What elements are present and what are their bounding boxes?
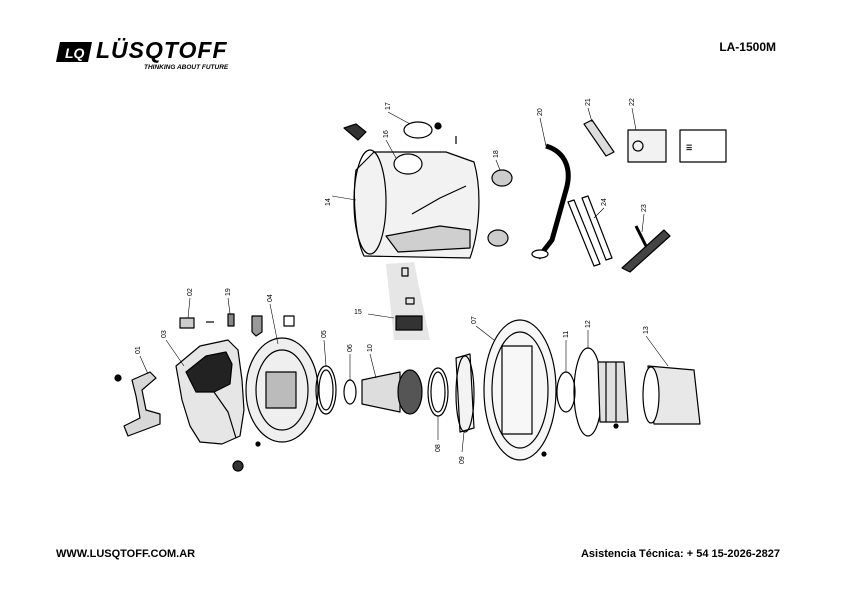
part-label-21: 21 [585, 98, 592, 106]
part-12-shape [573, 347, 629, 437]
svg-text:☰: ☰ [686, 145, 692, 152]
part-24-shape [567, 195, 613, 267]
part-label-01: 01 [135, 346, 142, 354]
part-02-shape [179, 317, 214, 329]
part-20-shape [531, 143, 571, 260]
part-06-shape [343, 379, 357, 405]
part-14-shape [353, 149, 480, 259]
part-label-02: 02 [187, 288, 194, 296]
part-07-shape [483, 319, 557, 461]
part-01-shape [114, 371, 161, 437]
part-label-14: 14 [325, 198, 332, 206]
part-19-shape [227, 313, 235, 327]
part-label-24: 24 [601, 198, 608, 206]
part-09-shape [455, 353, 475, 433]
part-label-06: 06 [347, 344, 354, 352]
part-13-shape [642, 365, 701, 425]
part-21-shape [583, 119, 615, 157]
part-label-10: 10 [367, 344, 374, 352]
part-label-19: 19 [225, 288, 232, 296]
website-link[interactable]: WWW.LUSQTOFF.COM.AR [56, 548, 196, 560]
part-15-shape [386, 262, 430, 340]
part-11-shape [556, 371, 576, 413]
part-label-11: 11 [563, 331, 570, 338]
brand-name: LÜSQTOFF [96, 37, 228, 63]
model-number: LA-1500M [719, 40, 776, 54]
brand-logo: LQ LÜSQTOFF THINKING ABOUT FUTURE [56, 37, 246, 74]
part-label-20: 20 [537, 108, 544, 116]
logo-mark-text: LQ [65, 45, 85, 61]
brand-tagline: THINKING ABOUT FUTURE [144, 64, 229, 71]
part-label-13: 13 [643, 326, 650, 334]
part-label-09: 09 [459, 456, 466, 464]
support-phone: Asistencia Técnica: + 54 15-2026-2827 [580, 548, 780, 560]
part-22-shape: ☰ [627, 129, 727, 163]
part-label-12: 12 [585, 320, 592, 328]
part-label-04: 04 [267, 294, 274, 302]
part-label-22: 22 [629, 98, 636, 106]
part-05-shape [315, 365, 337, 415]
part-10-shape [361, 369, 423, 415]
part-label-07: 07 [471, 316, 478, 324]
part-label-15: 15 [354, 309, 362, 316]
part-08-shape [427, 367, 449, 417]
part-label-05: 05 [321, 330, 328, 338]
part-label-03: 03 [161, 330, 168, 338]
logo-mark-icon: LQ [56, 42, 92, 62]
part-label-23: 23 [641, 204, 648, 212]
part-label-16: 16 [383, 130, 390, 138]
part-label-18: 18 [493, 150, 500, 158]
part-04-shape [232, 315, 319, 472]
part-03-shape [175, 339, 245, 445]
part-18-shape [487, 169, 513, 247]
part-17-shape [343, 121, 457, 144]
part-label-08: 08 [435, 444, 442, 452]
part-16-shape [393, 153, 423, 175]
part-23-shape [621, 225, 671, 273]
part-label-17: 17 [385, 102, 392, 110]
